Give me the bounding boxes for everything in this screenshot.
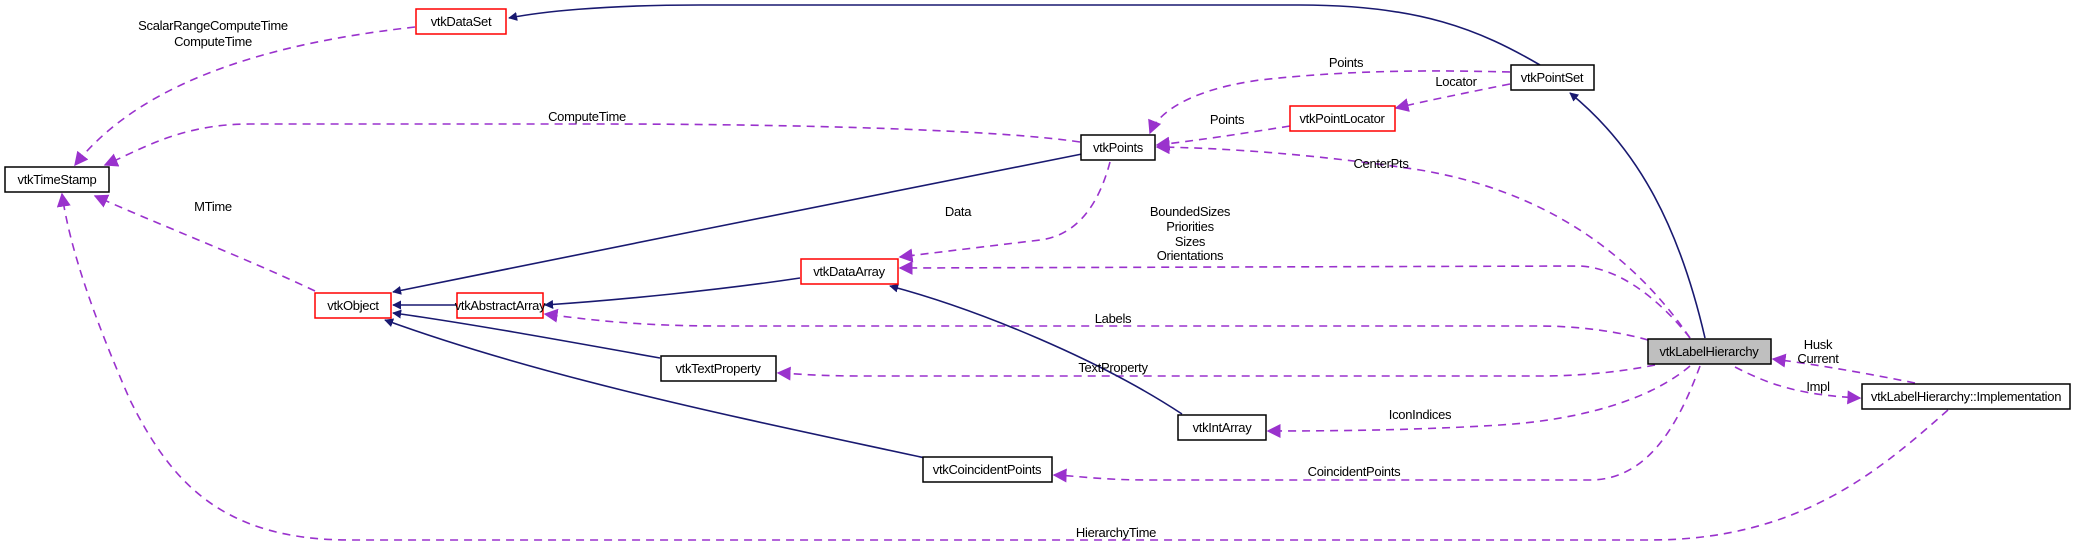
edge-label: Locator xyxy=(1435,74,1477,89)
node-vtktimestamp[interactable]: vtkTimeStamp xyxy=(4,166,110,193)
edge-labelhierarchy-abstractarray xyxy=(543,308,1649,341)
node-vtkdataset[interactable]: vtkDataSet xyxy=(415,8,507,35)
edge-textproperty-inherits-object xyxy=(392,309,661,359)
node-vtkpointlocator[interactable]: vtkPointLocator xyxy=(1289,105,1396,132)
edge-label: CenterPts xyxy=(1353,156,1409,171)
edge-label: ComputeTime xyxy=(548,109,626,124)
edge-labelhierarchy-points xyxy=(1155,140,1691,339)
node-label: vtkCoincidentPoints xyxy=(933,462,1042,477)
edge-label: Sizes xyxy=(1175,234,1206,249)
edge-label: Points xyxy=(1329,55,1364,70)
edge-label: ComputeTime xyxy=(174,34,252,49)
edge-labelhierarchy-intarray xyxy=(1266,365,1691,438)
node-vtkintarray[interactable]: vtkIntArray xyxy=(1177,414,1267,441)
edge-label: IconIndices xyxy=(1389,407,1452,422)
node-vtkobject[interactable]: vtkObject xyxy=(314,292,392,319)
edge-label: TextProperty xyxy=(1078,360,1148,375)
node-label: vtkObject xyxy=(327,298,379,313)
node-vtkpointset[interactable]: vtkPointSet xyxy=(1510,64,1595,91)
node-label: vtkLabelHierarchy xyxy=(1660,344,1760,359)
node-vtktextproperty[interactable]: vtkTextProperty xyxy=(660,355,777,382)
nodes: vtkDataSet vtkPointSet vtkTimeStamp vtkP… xyxy=(4,8,2071,483)
edge-dataarray-inherits-abstractarray xyxy=(544,277,801,309)
edge-labelhierarchy-impl xyxy=(1734,366,1862,405)
node-vtklabelhierarchy[interactable]: vtkLabelHierarchy xyxy=(1647,338,1772,365)
edge-pointset-pointlocator xyxy=(1394,83,1511,112)
edge-impl-labelhierarchy xyxy=(1771,353,1916,384)
edge-pointlocator-points xyxy=(1155,125,1291,151)
edge-dataset-timestamp xyxy=(74,26,416,167)
edge-labelhierarchy-inherits-pointset xyxy=(1569,92,1706,339)
node-label: vtkPoints xyxy=(1093,140,1144,155)
edge-points-inherits-object xyxy=(392,153,1083,295)
node-label: vtkDataSet xyxy=(431,14,492,29)
node-vtkpoints[interactable]: vtkPoints xyxy=(1080,134,1156,161)
edges xyxy=(56,4,1949,541)
node-label: vtkTimeStamp xyxy=(18,172,97,187)
node-label: vtkDataArray xyxy=(813,264,885,279)
edge-points-dataarray xyxy=(898,161,1111,263)
node-label: vtkTextProperty xyxy=(675,361,761,376)
edge-label: Data xyxy=(945,204,972,219)
edge-label: Husk xyxy=(1804,337,1833,352)
edge-object-timestamp xyxy=(93,194,316,292)
edge-pointset-points xyxy=(1148,70,1511,135)
edge-coincidentpoints-inherits-object xyxy=(384,318,926,459)
node-label: vtkLabelHierarchy::Implementation xyxy=(1871,389,2061,404)
node-label: vtkPointSet xyxy=(1521,70,1584,85)
edge-label: ScalarRangeComputeTime xyxy=(138,18,288,33)
edge-labelhierarchy-dataarray xyxy=(898,260,1691,339)
node-vtkcoincidentpoints[interactable]: vtkCoincidentPoints xyxy=(922,456,1053,483)
edge-labels: ScalarRangeComputeTime ComputeTime Compu… xyxy=(138,18,1839,540)
edge-label: Impl xyxy=(1806,379,1830,394)
node-label: vtkAbstractArray xyxy=(455,298,546,313)
edge-labelhierarchy-coincidentpoints xyxy=(1052,365,1701,483)
edge-label: BoundedSizes xyxy=(1150,204,1231,219)
edge-label: Current xyxy=(1797,351,1839,366)
edge-label: Orientations xyxy=(1157,248,1224,263)
node-vtkdataarray[interactable]: vtkDataArray xyxy=(800,258,899,285)
node-vtklabelhierarchy-implementation[interactable]: vtkLabelHierarchy::Implementation xyxy=(1861,383,2071,410)
edge-labelhierarchy-textproperty xyxy=(776,364,1656,381)
edge-label: HierarchyTime xyxy=(1076,525,1156,540)
edge-label: MTime xyxy=(194,199,232,214)
edge-label: Points xyxy=(1210,112,1245,127)
node-label: vtkIntArray xyxy=(1193,420,1253,435)
edge-impl-timestamp xyxy=(56,192,1949,541)
edge-pointset-inherits-dataset xyxy=(508,4,1541,66)
edge-intarray-inherits-dataarray xyxy=(889,283,1183,415)
edge-points-timestamp xyxy=(103,123,1081,167)
edge-label: Labels xyxy=(1095,311,1132,326)
node-vtkabstractarray[interactable]: vtkAbstractArray xyxy=(455,292,546,319)
edge-label: Priorities xyxy=(1166,219,1214,234)
edge-label: CoincidentPoints xyxy=(1308,464,1402,479)
node-label: vtkPointLocator xyxy=(1299,111,1385,126)
